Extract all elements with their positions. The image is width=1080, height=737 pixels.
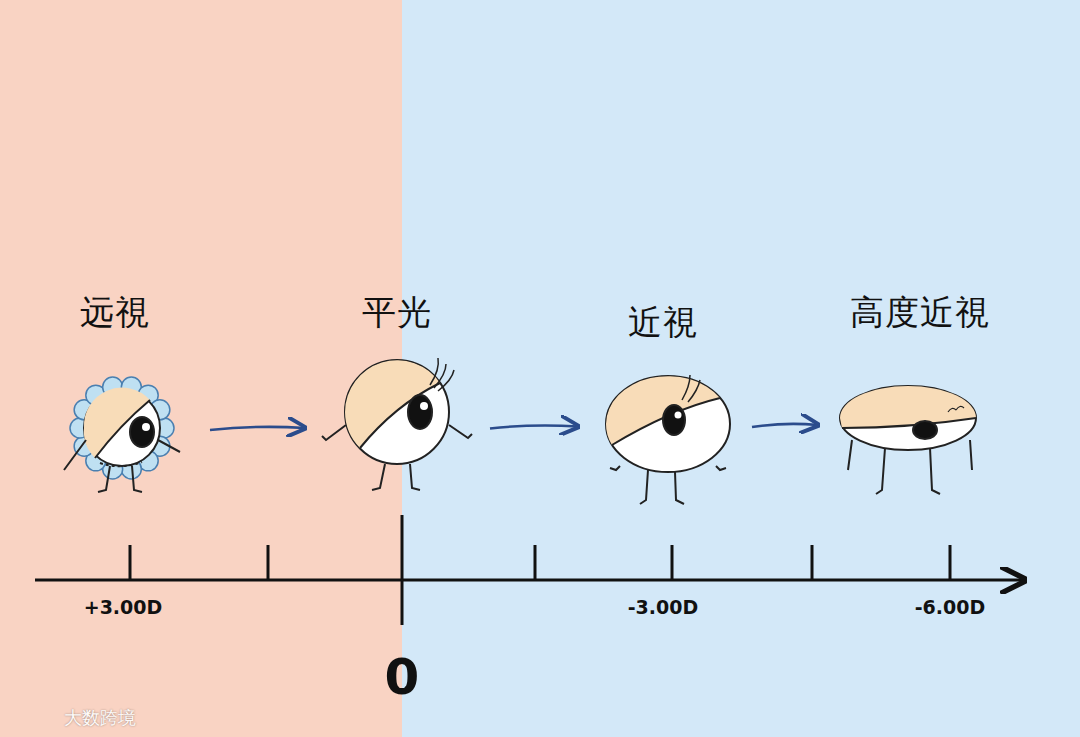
axis xyxy=(35,515,1022,625)
eye-figure: 高度近視 xyxy=(838,290,994,505)
hyperopia-region xyxy=(0,0,402,737)
stage-label: 近視 xyxy=(628,300,698,346)
eye-figure: 远視 xyxy=(51,290,190,505)
diopter-label: -3.00D xyxy=(628,596,699,618)
stage-label: 高度近視 xyxy=(850,290,990,336)
stage-label: 远視 xyxy=(80,290,150,336)
progression-arrow xyxy=(490,425,578,428)
watermark: 大数跨境 xyxy=(64,706,136,730)
zero-label: 0 xyxy=(385,648,420,706)
progression-arrow xyxy=(752,424,818,427)
eye-figure: 近視 xyxy=(598,300,732,515)
high-myopia-eye xyxy=(840,386,976,494)
stage-label: 平光 xyxy=(362,290,432,336)
hyperopia-eye xyxy=(64,377,180,492)
diopter-label: +3.00D xyxy=(84,596,163,618)
myopia-region xyxy=(402,0,1080,737)
progression-arrow xyxy=(210,427,305,430)
diopter-label: -6.00D xyxy=(915,596,986,618)
eye-figure: 平光 xyxy=(325,290,470,505)
normal-eye xyxy=(322,358,472,490)
myopia-eye xyxy=(606,375,730,504)
